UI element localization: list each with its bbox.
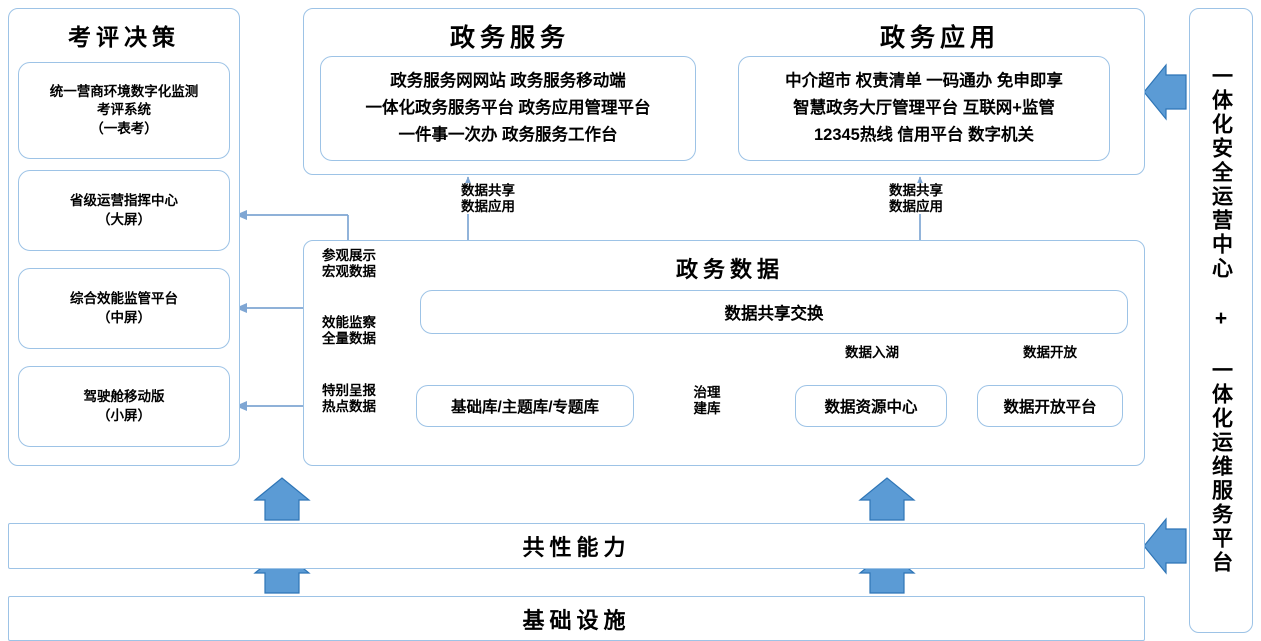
block-arrow-left-top	[1143, 63, 1187, 121]
service-line-2: 一体化政务服务平台 政务应用管理平台	[365, 99, 651, 118]
block-arrow-up-left-1	[253, 477, 311, 521]
application-line-3: 12345热线 信用平台 数字机关	[813, 125, 1035, 144]
panel-security-ops-platform	[1189, 8, 1253, 633]
box-data-resource-center[interactable]: 数据资源中心	[795, 385, 947, 427]
bar-common-capability[interactable]: 共性能力	[8, 523, 1145, 569]
section-title-government-service: 政务服务	[449, 24, 570, 52]
label-visit-display-macro-data: 参观展示 宏观数据	[306, 248, 392, 280]
label-efficiency-supervision-full-data: 效能监察 全量数据	[306, 315, 392, 347]
label-security-ops-platform: 一体化安全运营中心 + 一体化运维服务平台	[1209, 65, 1233, 575]
block-arrow-up-right-1	[858, 477, 916, 521]
service-line-1: 政务服务网网站 政务服务移动端	[390, 72, 626, 91]
box-cockpit-mobile[interactable]: 驾驶舱移动版 （小屏）	[18, 366, 230, 447]
label-data-open: 数据开放	[1008, 345, 1092, 361]
label-special-report-hotspot-data: 特别呈报 热点数据	[306, 383, 392, 415]
panel-government-data	[303, 240, 1145, 466]
box-unified-business-env-system[interactable]: 统一营商环境数字化监测 考评系统 （一表考）	[18, 62, 230, 159]
section-title-government-data: 政务数据	[675, 257, 784, 282]
block-arrow-left-bottom	[1143, 517, 1187, 575]
box-government-application-items[interactable]: 中介超市 权责清单 一码通办 免申即享 智慧政务大厅管理平台 互联网+监管 12…	[738, 56, 1110, 161]
application-line-1: 中介超市 权责清单 一码通办 免申即享	[785, 72, 1063, 91]
label-data-lake: 数据入湖	[828, 345, 916, 361]
box-provincial-operation-command-center[interactable]: 省级运营指挥中心 （大屏）	[18, 170, 230, 251]
panel-title-evaluation-decision: 考评决策	[68, 24, 180, 50]
label-data-share-application-right: 数据共享 数据应用	[868, 183, 964, 215]
box-comprehensive-efficiency-platform[interactable]: 综合效能监管平台 （中屏）	[18, 268, 230, 349]
service-line-3: 一件事一次办 政务服务工作台	[398, 125, 618, 144]
bar-infrastructure[interactable]: 基础设施	[8, 596, 1145, 641]
application-line-2: 智慧政务大厅管理平台 互联网+监管	[793, 99, 1055, 118]
label-governance-db-build: 治理 建库	[678, 385, 736, 417]
label-data-share-application-left: 数据共享 数据应用	[440, 183, 536, 215]
box-data-open-platform[interactable]: 数据开放平台	[977, 385, 1123, 427]
box-base-theme-topic-db[interactable]: 基础库/主题库/专题库	[416, 385, 634, 427]
box-government-service-items[interactable]: 政务服务网网站 政务服务移动端 一体化政务服务平台 政务应用管理平台 一件事一次…	[320, 56, 696, 161]
box-data-share-exchange[interactable]: 数据共享交换	[420, 290, 1128, 334]
section-title-government-application: 政务应用	[879, 24, 1000, 52]
